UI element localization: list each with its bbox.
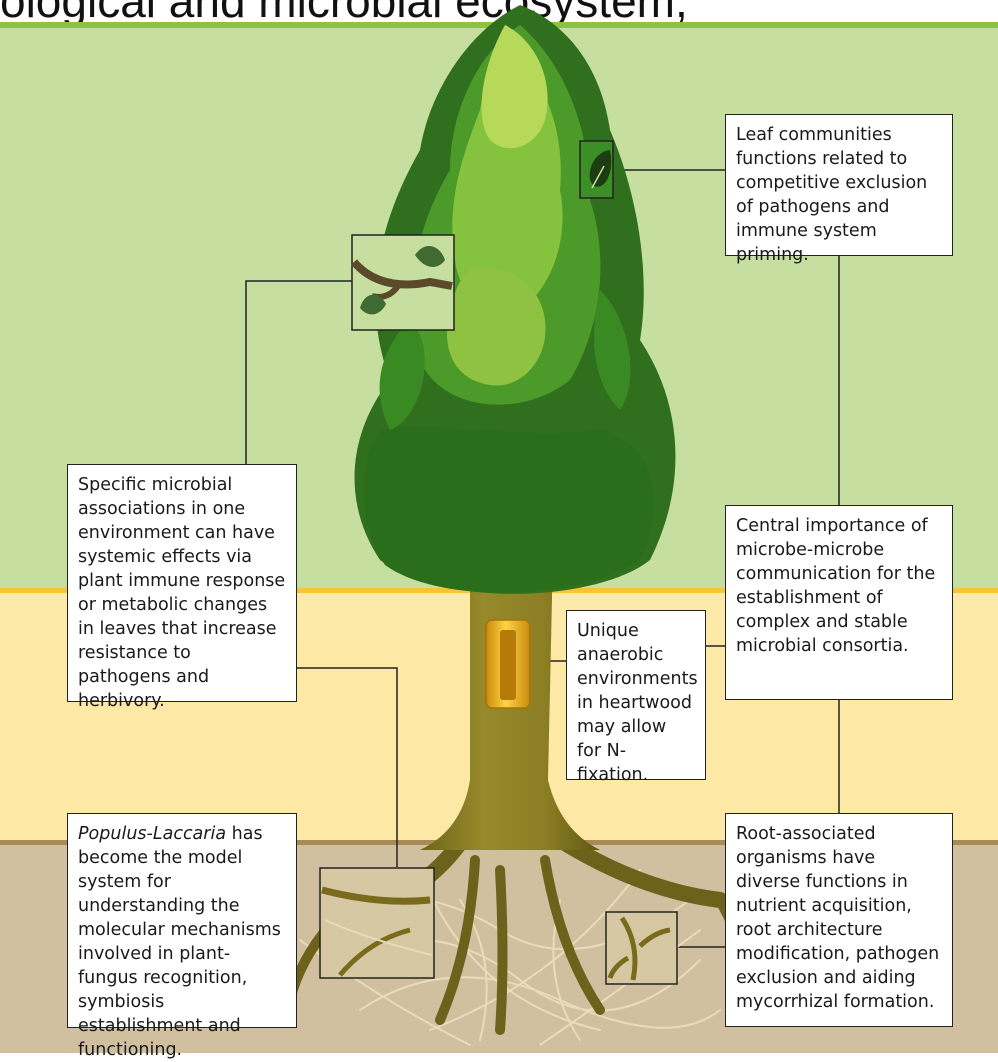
populus-laccaria-callout: Populus-Laccaria has become the model sy…	[67, 813, 297, 1060]
heartwood-callout: Unique anaerobic environments in heartwo…	[566, 610, 706, 785]
populus-laccaria-text: has become the model system for understa…	[78, 824, 281, 1060]
canopy	[354, 5, 676, 594]
branch-icon	[350, 234, 455, 331]
root-detail-icon	[319, 867, 435, 979]
populus-laccaria-italic: Populus-Laccaria	[78, 824, 227, 844]
microbe-communication-callout: Central importance of microbe-microbe co…	[725, 505, 953, 700]
partial-header-text: ological and microbial ecosystem,	[0, 0, 688, 27]
root-organisms-callout: Root-associated organisms have diverse f…	[725, 813, 953, 1027]
leaf-communities-callout: Leaf communities functions related to co…	[725, 114, 953, 265]
root-fungus-detail-icon	[605, 911, 678, 985]
leaf-icon	[579, 140, 614, 199]
heartwood-core-icon	[485, 619, 531, 709]
systemic-effects-callout: Specific microbial associations in one e…	[67, 464, 297, 711]
